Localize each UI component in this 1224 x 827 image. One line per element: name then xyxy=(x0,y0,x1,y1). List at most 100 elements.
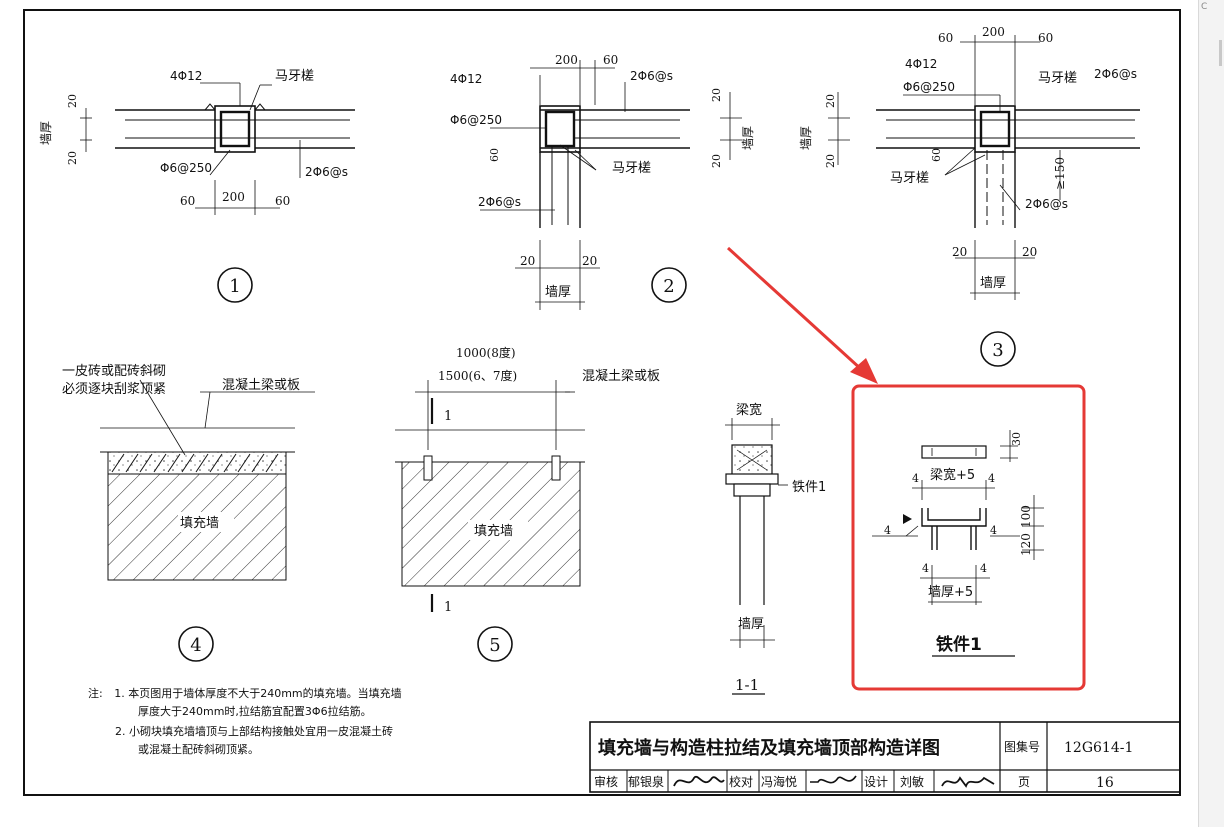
fig5-dim-67deg: 1500(6、7度) xyxy=(438,368,517,383)
fig1-d20-top: 20 xyxy=(66,94,79,108)
figure-3 xyxy=(828,35,1140,367)
fig1-tie: 2Φ6@s xyxy=(305,165,348,179)
notes-line-2: 厚度大于240mm时,拉结筋宜配置3Φ6拉结筋。 xyxy=(138,705,372,718)
sheet-frame xyxy=(23,9,1181,796)
fig2-wall-right: 墙厚 xyxy=(741,126,755,150)
fig1-d60-left: 60 xyxy=(180,194,195,208)
iron-d120: 120 xyxy=(1019,533,1033,556)
fig3-stirrup: Φ6@250 xyxy=(903,80,955,94)
fig3-ge150: ≥150 xyxy=(1053,157,1067,190)
iron-d100: 100 xyxy=(1019,505,1033,528)
fig2-d60: 60 xyxy=(603,53,618,67)
fig5-section-top: 1 xyxy=(444,409,452,424)
fig1-maya-label: 马牙槎 xyxy=(275,69,314,84)
viewer-side-strip[interactable]: C xyxy=(1198,0,1224,827)
fig2-d200: 200 xyxy=(555,53,578,67)
figure-1 xyxy=(80,82,355,303)
iron-part-detail xyxy=(872,430,1044,657)
strip-glyph: C xyxy=(1201,2,1208,12)
fig2-circle-number: 2 xyxy=(663,276,674,297)
highlight-arrow xyxy=(726,246,878,384)
fig2-top-bar: 4Φ12 xyxy=(450,72,482,86)
fig3-wall-bottom: 墙厚 xyxy=(980,276,1006,291)
fig1-wall-label: 墙厚 xyxy=(39,121,53,145)
fig1-d200: 200 xyxy=(222,190,245,204)
weld-flag-icon xyxy=(903,514,912,524)
fig3-d200: 200 xyxy=(982,25,1005,39)
notes-line-4: 或混凝土配砖斜砌顶紧。 xyxy=(138,743,259,756)
fig3-d60-right: 60 xyxy=(1038,31,1053,45)
fig1-circle-number: 1 xyxy=(229,276,240,297)
fig3-d60-side: 60 xyxy=(930,148,943,162)
page-number: 16 xyxy=(1096,775,1114,791)
drawing-title: 填充墙与构造柱拉结及填充墙顶部构造详图 xyxy=(598,737,940,759)
fig5-fill-label: 填充墙 xyxy=(474,523,513,539)
reviewer-signature xyxy=(673,775,725,787)
checker-signature xyxy=(810,775,857,784)
fig1-d20-bot: 20 xyxy=(66,151,79,165)
fig4-label-bg xyxy=(178,512,234,532)
fig5-beam-label: 混凝土梁或板 xyxy=(582,368,660,384)
fig3-circle-number: 3 xyxy=(992,340,1003,361)
fig2-d60-side: 60 xyxy=(488,148,501,162)
fig1-d60-right: 60 xyxy=(275,194,290,208)
iron-d4-d: 4 xyxy=(990,524,997,537)
design-label: 设计 xyxy=(864,775,888,789)
section-part-label: 铁件1 xyxy=(792,480,826,495)
section-title: 1-1 xyxy=(735,676,759,694)
figure-2 xyxy=(480,60,742,310)
fig3-d20-1: 20 xyxy=(824,94,837,108)
notes-text-1: 1. 本页图用于墙体厚度不大于240mm的填充墙。当填充墙 xyxy=(114,687,402,700)
atlas-label: 图集号 xyxy=(1004,739,1040,754)
designer-signature xyxy=(941,776,995,788)
highlight-box xyxy=(851,384,1086,691)
atlas-number: 12G614-1 xyxy=(1064,740,1133,756)
fig2-maya-label: 马牙槎 xyxy=(612,161,651,176)
fig2-d20-b1: 20 xyxy=(520,254,535,268)
fig3-d60-left: 60 xyxy=(938,31,953,45)
fig4-note-line1: 一皮砖或配砖斜砌 xyxy=(62,364,166,379)
iron-wall-width-5: 墙厚+5 xyxy=(928,585,973,600)
notes-line-1: 注: 1. 本页图用于墙体厚度不大于240mm的填充墙。当填充墙 xyxy=(88,686,508,702)
check-label: 校对 xyxy=(729,774,753,789)
notes-line-3: 2. 小砌块填充墙墙顶与上部结构接触处宜用一皮混凝土砖 xyxy=(115,725,393,738)
fig2-wall-bottom: 墙厚 xyxy=(545,285,571,300)
fig2-stirrup: Φ6@250 xyxy=(450,113,502,127)
designer-name: 刘敏 xyxy=(900,774,924,789)
fig5-circle-number: 5 xyxy=(489,635,500,656)
iron-d30: 30 xyxy=(1010,432,1023,446)
iron-d4-f: 4 xyxy=(980,562,987,575)
section-beam-width: 梁宽 xyxy=(736,402,762,418)
notes-label: 注: xyxy=(88,687,103,700)
fig5-label-bg xyxy=(468,520,528,540)
fig2-tie-left: 2Φ6@s xyxy=(478,195,521,209)
fig3-tie-right: 2Φ6@s xyxy=(1025,197,1068,211)
review-label: 审核 xyxy=(594,774,618,789)
iron-d4-a: 4 xyxy=(912,472,919,485)
fig4-circle-number: 4 xyxy=(190,635,201,656)
fig4-note-line2: 必须逐块刮浆顶紧 xyxy=(62,382,166,397)
reviewer-name: 郁银泉 xyxy=(628,774,664,789)
iron-d4-b: 4 xyxy=(988,472,995,485)
fig3-d20-b2: 20 xyxy=(1022,245,1037,259)
fig3-d20-2: 20 xyxy=(824,154,837,168)
fig2-d20-r2: 20 xyxy=(710,154,723,168)
fig4-beam-label: 混凝土梁或板 xyxy=(222,377,300,393)
scrollbar-thumb[interactable] xyxy=(1219,40,1222,66)
fig3-d20-b1: 20 xyxy=(952,245,967,259)
fig3-maya-top: 马牙槎 xyxy=(1038,71,1077,86)
fig3-tie-top: 2Φ6@s xyxy=(1094,67,1137,81)
checker-name: 冯海悦 xyxy=(761,774,797,789)
fig2-d20-r1: 20 xyxy=(710,88,723,102)
page-label: 页 xyxy=(1018,775,1030,789)
iron-d4-e: 4 xyxy=(922,562,929,575)
section-1-1 xyxy=(725,418,788,695)
fig3-wall-label: 墙厚 xyxy=(799,126,813,150)
section-wall-label: 墙厚 xyxy=(738,617,764,632)
fig2-d20-b2: 20 xyxy=(582,254,597,268)
fig1-top-bar: 4Φ12 xyxy=(170,69,202,83)
fig4-fill-label: 填充墙 xyxy=(180,515,219,531)
fig5-dim-8deg: 1000(8度) xyxy=(456,345,516,360)
fig2-tie-top: 2Φ6@s xyxy=(630,69,673,83)
